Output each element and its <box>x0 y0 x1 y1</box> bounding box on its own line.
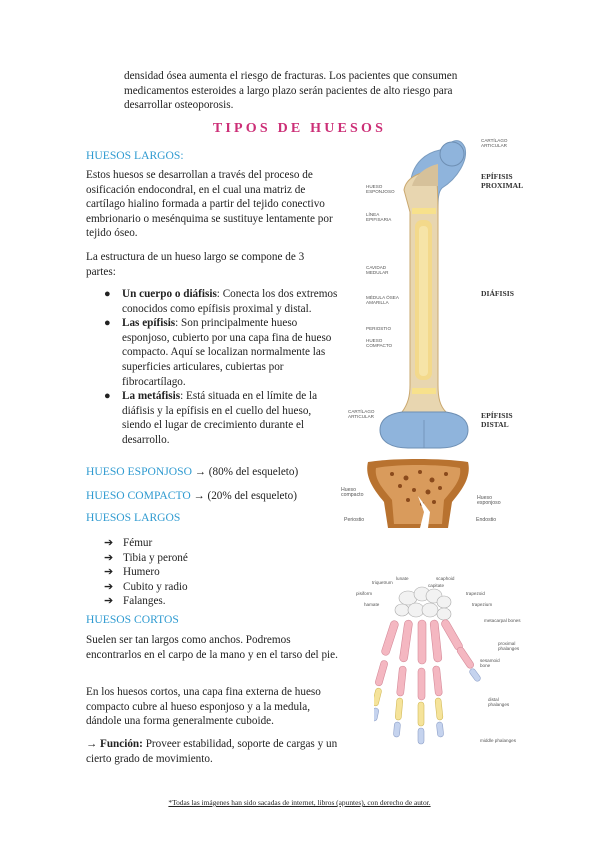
label-spongy-bone: HUESO ESPONJOSO <box>366 184 395 194</box>
label-pisiform: pisiform <box>356 591 373 596</box>
list-item: ● Un cuerpo o diáfisis: Conecta los dos e… <box>101 287 341 316</box>
arrow-bullet-icon: ➔ <box>104 537 114 549</box>
arrow-right-icon: → <box>194 466 206 478</box>
label-endosteum-section: Endostio <box>476 517 497 523</box>
bullet-text: : Está situada en el límite de la diáfis… <box>122 390 318 446</box>
function-text: Proveer estabilidad, soporte de cargas y… <box>86 738 338 765</box>
arrow-bullet-icon: ➔ <box>104 580 114 593</box>
list-item: ➔ Humero <box>104 565 254 580</box>
label-distal-phalanges: distal phalanges <box>488 697 510 707</box>
compact-bone-line: HUESO COMPACTO → (20% del esqueleto) <box>86 489 297 504</box>
long-bone-parts-list: ● Un cuerpo o diáfisis: Conecta los dos e… <box>101 287 341 448</box>
short-bones-paragraph: Suelen ser tan largos como anchos. Podre… <box>86 634 338 661</box>
section-heading-short-bones: HUESOS CORTOS <box>86 613 179 626</box>
label-scaphoid: scaphoid <box>436 576 455 581</box>
label-periosteum: PERIOSTIO <box>366 326 392 331</box>
list-item-text: Tibia y peroné <box>123 551 188 564</box>
arrow-bullet-icon: ➔ <box>104 595 114 608</box>
arrow-right-icon: → <box>86 738 98 750</box>
compact-bone-percent: (20% del esqueleto) <box>204 490 297 502</box>
list-item: ➔ Tibia y peroné <box>104 551 254 566</box>
label-lunate: lunate <box>396 576 409 581</box>
arrow-bullet-icon: ➔ <box>104 551 114 564</box>
arrow-bullet-icon: ➔ <box>104 566 114 579</box>
label-sesamoid-bone: sesamoid bone <box>480 658 500 668</box>
label-metacarpal-bones: metacarpal bones <box>484 618 521 623</box>
bullet-term: Las epífisis <box>122 317 176 330</box>
list-item: ➔ Fémur <box>104 536 254 551</box>
list-item-text: Falanges. <box>123 595 166 608</box>
label-proximal-phalanges: proximal phalanges <box>498 641 520 651</box>
long-bones-examples-list: ➔ Fémur ➔ Tibia y peroné ➔ Humero ➔ Cubito y… <box>104 536 254 609</box>
label-trapezoid: trapezoid <box>466 591 485 596</box>
bullet-text: : Son principalmente hueso esponjoso, cu… <box>122 317 332 388</box>
bullet-icon: ● <box>104 288 111 300</box>
label-compact-bone-section: Hueso compacto <box>341 487 364 498</box>
footnote: *Todas las imágenes han sido sacadas de … <box>168 798 431 807</box>
label-middle-phalanges: middle phalanges <box>480 738 517 743</box>
spongy-bone-line: HUESO ESPONJOSO → (80% del esqueleto) <box>86 465 298 480</box>
label-yellow-marrow: MÉDULA ÓSEA AMARILLA <box>366 295 399 305</box>
short-bones-structure-paragraph: En los huesos cortos, una capa fina exte… <box>86 686 321 728</box>
hand-bones-diagram <box>374 586 481 745</box>
compact-bone-label: HUESO COMPACTO <box>86 489 191 502</box>
list-item-text: Cubito y radio <box>123 580 188 593</box>
label-periosteum-section: Periostio <box>344 517 365 523</box>
list-item: ● La metáfisis: Está situada en el límite… <box>101 389 341 447</box>
list-item: ➔ Cubito y radio <box>104 580 254 595</box>
femur-diagram <box>379 140 469 449</box>
bullet-icon: ● <box>104 317 111 330</box>
bullet-term: La metáfisis <box>122 390 181 403</box>
spongy-bone-label: HUESO ESPONJOSO <box>86 465 192 478</box>
bone-section-diagram <box>367 459 469 528</box>
label-articular-cartilage-distal: CARTÍLAGO ARTICULAR <box>348 409 375 419</box>
label-capitate: capitate <box>428 583 445 588</box>
label-articular-cartilage: CARTÍLAGO ARTICULAR <box>481 138 508 148</box>
section-heading-long-bones: HUESOS LARGOS: <box>86 149 184 162</box>
bullet-term: Un cuerpo o diáfisis <box>122 288 217 300</box>
label-triquetrum: triquetrum <box>372 580 393 585</box>
intro-paragraph: densidad ósea aumenta el riesgo de fract… <box>124 70 458 112</box>
long-bones-paragraph: Estos huesos se desarrollan a través del… <box>86 169 333 240</box>
list-item: ➔ Falanges. <box>104 594 254 609</box>
bullet-icon: ● <box>104 390 111 403</box>
function-paragraph: → Función: Proveer estabilidad, soporte … <box>86 737 340 766</box>
bullet-text: : Conecta los dos extremos conocidos com… <box>122 288 338 315</box>
section-heading-long-bones-examples: HUESOS LARGOS <box>86 511 181 524</box>
label-epiphyseal-line: LÍNEA EPIFISARIA <box>366 212 392 222</box>
label-trapezium: trapezium <box>472 602 493 607</box>
label-hamate: hamate <box>364 602 380 607</box>
list-item-text: Fémur <box>123 537 153 549</box>
long-bones-structure-paragraph: La estructura de un hueso largo se compo… <box>86 251 305 278</box>
label-proximal-epiphysis: EPÍFISIS PROXIMAL <box>481 172 524 190</box>
arrow-right-icon: → <box>193 490 205 502</box>
label-distal-epiphysis: EPÍFISIS DISTAL <box>481 411 513 429</box>
label-diaphysis: DIÁFISIS <box>481 289 514 298</box>
label-spongy-bone-section: Hueso esponjoso <box>477 495 501 506</box>
label-medullary-cavity: CAVIDAD MEDULAR <box>366 265 389 275</box>
spongy-bone-percent: (80% del esqueleto) <box>205 466 299 478</box>
function-label: Función: <box>99 738 143 750</box>
list-item-text: Humero <box>123 566 160 579</box>
list-item: ● Las epífisis: Son principalmente hueso … <box>101 316 341 389</box>
label-compact-bone: HUESO COMPACTO <box>366 338 393 348</box>
page-title: TIPOS DE HUESOS <box>212 121 387 136</box>
